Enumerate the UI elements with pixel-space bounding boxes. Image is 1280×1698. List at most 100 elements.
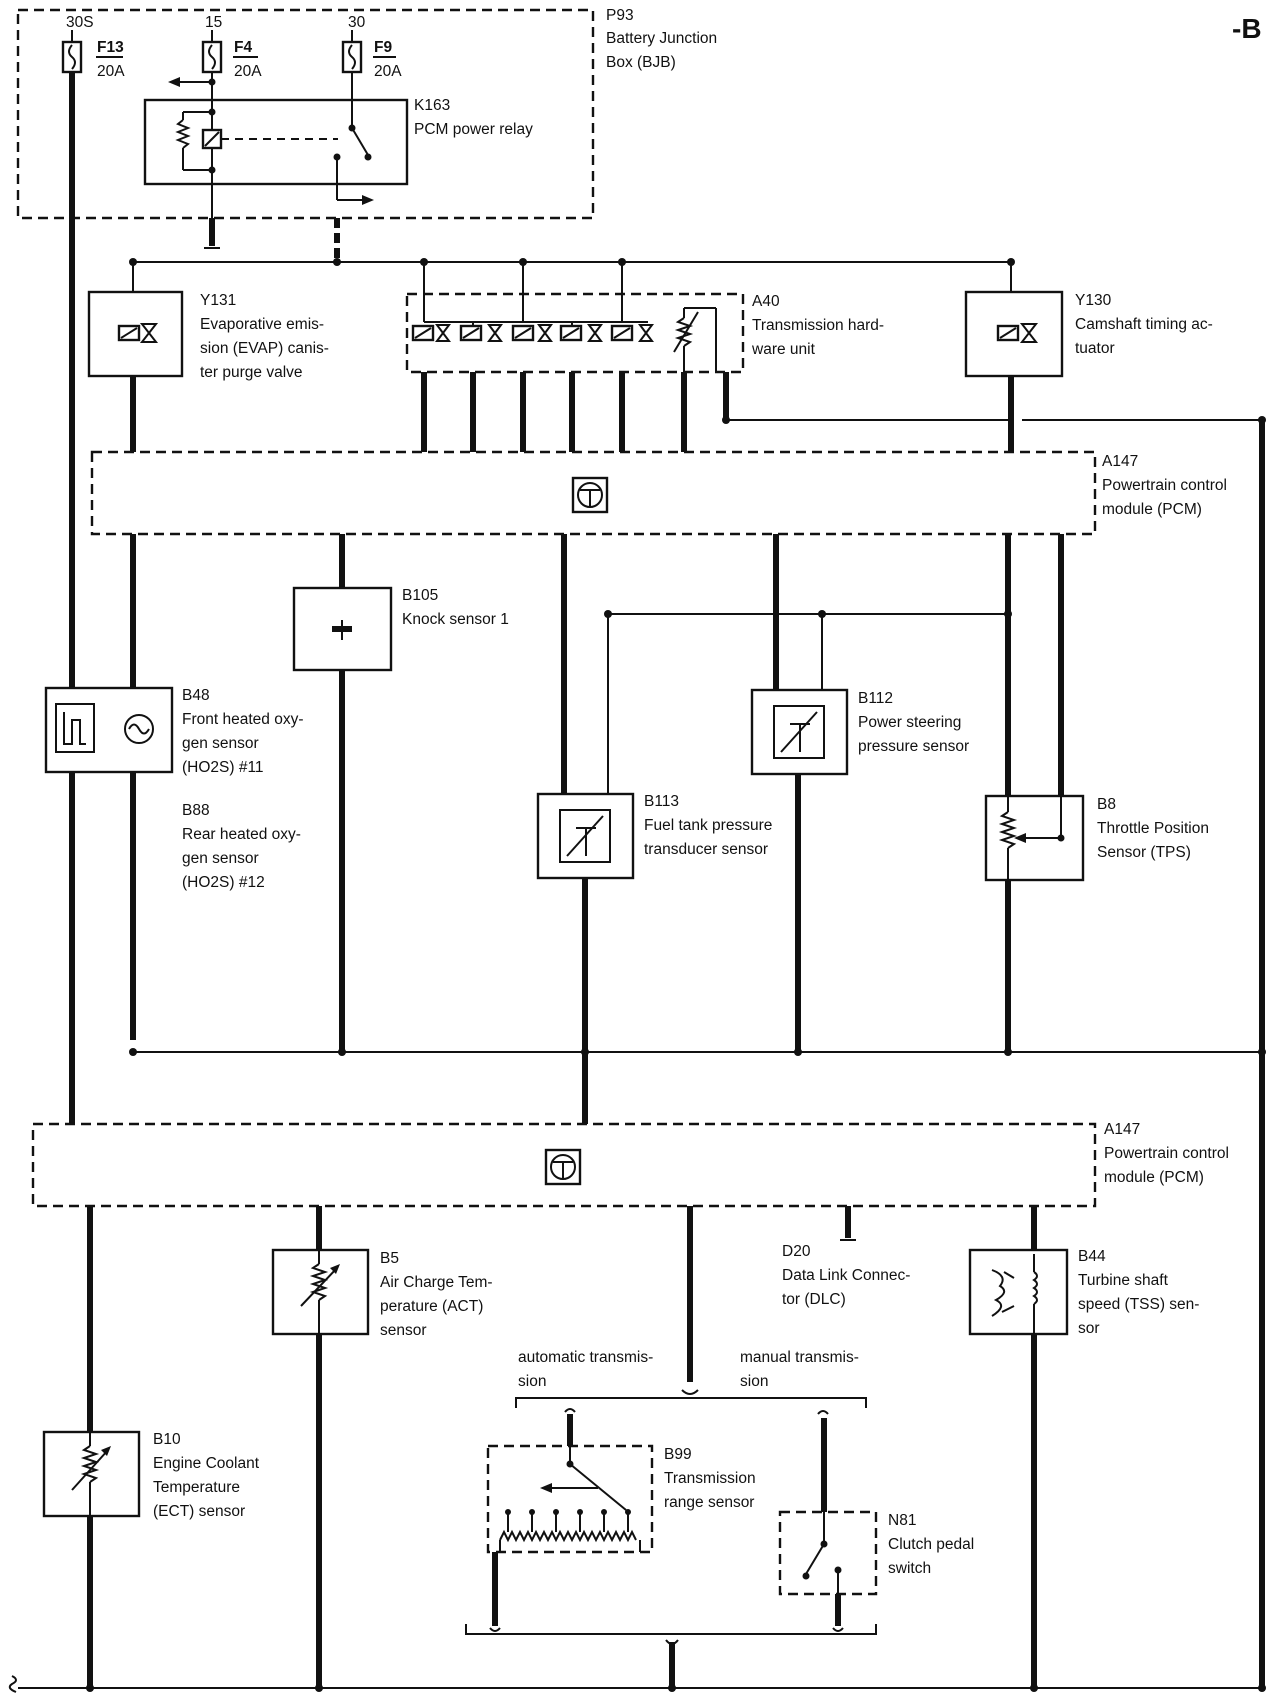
clutch-pedal-switch: N81 Clutch pedal switch: [778, 1410, 974, 1632]
fuse-f13-rating: 20A: [97, 63, 125, 80]
b88-name-line-1: Rear heated oxy-: [182, 826, 301, 843]
transmission-variant-labels: automatic transmis- sion manual transmis…: [515, 1349, 867, 1408]
automatic-transmission-line-1: automatic transmis-: [518, 1349, 653, 1366]
a147-top-code: A147: [1102, 453, 1138, 470]
bottom-ground-bus: [8, 1675, 1266, 1693]
b10-name-line-1: Engine Coolant: [153, 1455, 260, 1472]
d20-code: D20: [782, 1243, 811, 1260]
b5-name-line-3: sensor: [380, 1322, 427, 1339]
p93-code: P93: [606, 7, 634, 24]
oxygen-sensor: B48 Front heated oxy- gen sensor (HO2S) …: [44, 686, 303, 1124]
camshaft-timing-actuator: Y130 Camshaft timing ac- tuator: [964, 262, 1213, 452]
b8-name-line-2: Sensor (TPS): [1097, 844, 1191, 861]
b112-name-line-2: pressure sensor: [858, 738, 969, 755]
throttle-position-sensor: B8 Throttle Position Sensor (TPS): [984, 794, 1209, 1052]
terminal-30s: 30S: [66, 14, 94, 31]
y131-name-line-2: sion (EVAP) canis-: [200, 340, 329, 357]
b88-name-line-3: (HO2S) #12: [182, 874, 265, 891]
y130-code: Y130: [1075, 292, 1112, 309]
b105-code: B105: [402, 587, 438, 604]
b113-code: B113: [644, 793, 679, 810]
b8-code: B8: [1097, 796, 1116, 813]
terminal-15: 15: [205, 14, 222, 31]
fuse-f4-id: F4: [234, 39, 252, 56]
b88-code: B88: [182, 802, 210, 819]
d20-name-line-2: tor (DLC): [782, 1291, 846, 1308]
pcm-module-top: A147 Powertrain control module (PCM): [90, 450, 1227, 536]
b105-name: Knock sensor 1: [402, 611, 509, 628]
d20-name-line-1: Data Link Connec-: [782, 1267, 910, 1284]
relay-output-bus: [129, 258, 1015, 266]
a147-bottom-name-line-1: Powertrain control: [1104, 1145, 1229, 1162]
b10-name-line-2: Temperature: [153, 1479, 240, 1496]
a147-top-name-line-1: Powertrain control: [1102, 477, 1227, 494]
b112-code: B112: [858, 690, 893, 707]
fuse-f9: F9 20A: [341, 30, 402, 80]
fuse-f13: F13 20A: [61, 30, 125, 80]
y130-name-line-1: Camshaft timing ac-: [1075, 316, 1213, 333]
b99-name-line-1: Transmission: [664, 1470, 756, 1487]
b113-name-line-2: transducer sensor: [644, 841, 768, 858]
a40-name-line-1: Transmission hard-: [752, 317, 884, 334]
b8-name-line-1: Throttle Position: [1097, 820, 1209, 837]
automatic-transmission-line-2: sion: [518, 1373, 546, 1390]
y131-name-line-3: ter purge valve: [200, 364, 303, 381]
a40-code: A40: [752, 293, 780, 310]
b113-name-line-1: Fuel tank pressure: [644, 817, 772, 834]
b48-name-line-2: gen sensor: [182, 735, 259, 752]
evap-purge-valve: Y131 Evaporative emis- sion (EVAP) canis…: [87, 262, 329, 452]
y131-name-line-1: Evaporative emis-: [200, 316, 324, 333]
a40-name-line-2: ware unit: [751, 341, 816, 358]
b5-name-line-2: perature (ACT): [380, 1298, 483, 1315]
data-link-connector: D20 Data Link Connec- tor (DLC): [782, 1243, 910, 1308]
manual-transmission-line-2: sion: [740, 1373, 768, 1390]
terminal-30: 30: [348, 14, 366, 31]
fuse-f13-id: F13: [97, 39, 124, 56]
manual-transmission-line-1: manual transmis-: [740, 1349, 859, 1366]
b48-name-line-3: (HO2S) #11: [182, 759, 264, 776]
fuse-f9-rating: 20A: [374, 63, 402, 80]
p93-name-line-2: Box (BJB): [606, 54, 676, 71]
battery-junction-box: P93 Battery Junction Box (BJB): [16, 7, 717, 220]
b44-code: B44: [1078, 1248, 1106, 1265]
b10-code: B10: [153, 1431, 181, 1448]
b99-name-line-2: range sensor: [664, 1494, 754, 1511]
b10-name-line-3: (ECT) sensor: [153, 1503, 245, 1520]
transmission-range-sensor: B99 Transmission range sensor: [486, 1408, 756, 1632]
n81-name-line-1: Clutch pedal: [888, 1536, 974, 1553]
n81-code: N81: [888, 1512, 916, 1529]
fuel-tank-pressure-sensor: B113 Fuel tank pressure transducer senso…: [536, 614, 772, 1052]
pcm-power-relay: K163 PCM power relay: [143, 72, 533, 232]
knock-sensor: B105 Knock sensor 1: [292, 586, 509, 1052]
a147-top-name-line-2: module (PCM): [1102, 501, 1202, 518]
y130-name-line-2: tuator: [1075, 340, 1115, 357]
power-steering-pressure-sensor: B112 Power steering pressure sensor: [750, 614, 969, 1052]
fuse-f9-id: F9: [374, 39, 392, 56]
transmission-hardware-unit: A40 Transmission hard- ware unit: [405, 262, 1009, 452]
sensor-ground-bus: [129, 1048, 1266, 1124]
b44-name-line-2: speed (TSS) sen-: [1078, 1296, 1199, 1313]
b5-name-line-1: Air Charge Tem-: [380, 1274, 493, 1291]
p93-name-line-1: Battery Junction: [606, 30, 717, 47]
b5-code: B5: [380, 1250, 399, 1267]
k163-name: PCM power relay: [414, 121, 533, 138]
n81-name-line-2: switch: [888, 1560, 931, 1577]
b99-code: B99: [664, 1446, 692, 1463]
b44-name-line-3: sor: [1078, 1320, 1100, 1337]
page-tag: -B: [1232, 13, 1262, 44]
b112-name-line-1: Power steering: [858, 714, 961, 731]
b48-code: B48: [182, 687, 210, 704]
air-charge-temperature-sensor: B5 Air Charge Tem- perature (ACT) sensor: [271, 1248, 493, 1688]
a147-bottom-name-line-2: module (PCM): [1104, 1169, 1204, 1186]
fuse-f4: F4 20A: [201, 30, 262, 80]
b88-name-line-2: gen sensor: [182, 850, 259, 867]
a147-bottom-code: A147: [1104, 1121, 1140, 1138]
y131-code: Y131: [200, 292, 236, 309]
fuse-f4-rating: 20A: [234, 63, 262, 80]
engine-coolant-temperature-sensor: B10 Engine Coolant Temperature (ECT) sen…: [42, 1430, 260, 1688]
b44-name-line-1: Turbine shaft: [1078, 1272, 1169, 1289]
turbine-shaft-speed-sensor: B44 Turbine shaft speed (TSS) sen- sor: [968, 1248, 1199, 1688]
b48-name-line-1: Front heated oxy-: [182, 711, 303, 728]
